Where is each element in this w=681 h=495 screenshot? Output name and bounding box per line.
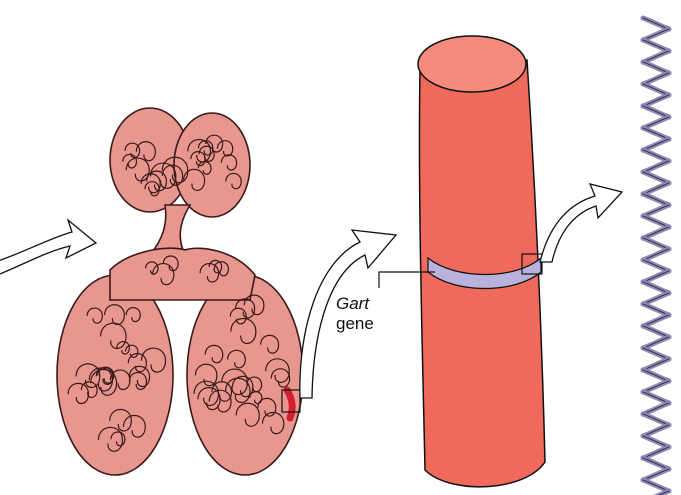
dna-strand-segment [643, 337, 669, 348]
dna-strand-segment [643, 403, 669, 414]
dna-strand-segment [643, 205, 669, 216]
dna-strand-segment [643, 51, 669, 62]
dna-strand-segment [643, 282, 669, 293]
dna-strand-segment [643, 84, 669, 95]
dna-strand-segment [643, 183, 669, 194]
dna-strand-segment [643, 436, 669, 447]
dna-strand-segment [643, 359, 669, 370]
dna-strand-segment [643, 194, 669, 205]
dna-strand-segment [643, 326, 669, 337]
gene-label: Gart gene [336, 294, 426, 334]
dna-strand-segment [643, 73, 669, 84]
dna-strand-segment [643, 392, 669, 403]
dna-strand-segment [643, 128, 669, 139]
chromosome-icon [57, 108, 303, 475]
arrow-icon [540, 184, 622, 262]
dna-strand-segment [643, 238, 669, 249]
dna-strand-segment [643, 29, 669, 40]
dna-strand-segment [643, 62, 669, 73]
gene-label-name: Gart [336, 294, 426, 314]
dna-strand-segment [643, 491, 669, 495]
chromatin-cylinder-icon [379, 36, 545, 487]
dna-strand-segment [643, 271, 669, 282]
dna-strand-segment [643, 447, 669, 458]
dna-strand-segment [643, 95, 669, 106]
dna-strand-segment [643, 480, 669, 491]
dna-strand-segment [643, 414, 669, 425]
dna-strand-segment [643, 216, 669, 227]
dna-strand-segment [643, 139, 669, 150]
dna-strand-segment [643, 425, 669, 436]
dna-strand-segment [643, 249, 669, 260]
dna-strand-segment [643, 370, 669, 381]
dna-strand-segment [643, 315, 669, 326]
dna-strand-segment [643, 106, 669, 117]
dna-strand-segment [643, 348, 669, 359]
dna-strand-segment [643, 304, 669, 315]
dna-strand-segment [643, 40, 669, 51]
dna-strand-segment [643, 150, 669, 161]
dna-strand-segment [643, 381, 669, 392]
dna-strand-segment [643, 161, 669, 172]
dna-strand-segment [643, 293, 669, 304]
dna-strand-segment [643, 458, 669, 469]
dna-strand-segment [643, 227, 669, 238]
dna-strand-segment [643, 469, 669, 480]
gene-label-word: gene [336, 314, 426, 334]
dna-strand-segment [643, 117, 669, 128]
dna-strand-segment [643, 18, 669, 29]
dna-helix-icon [643, 18, 669, 495]
dna-strand-segment [643, 172, 669, 183]
arrow-icon [0, 220, 96, 276]
dna-strand-segment [643, 260, 669, 271]
